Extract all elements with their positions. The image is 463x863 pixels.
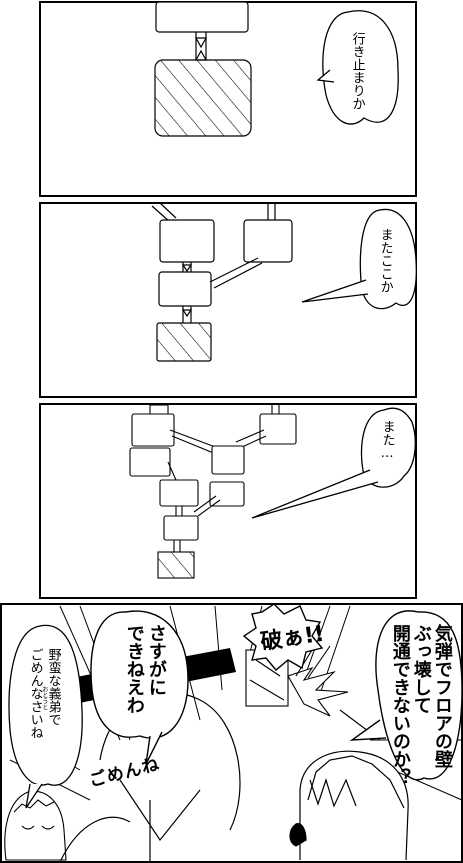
bubble-4-right-tail [349,719,387,741]
character-right [289,750,409,861]
speech-text-2: またここか [377,228,393,293]
speech-bubble-4-right [375,610,463,781]
speech-4-left-line-1: 野蛮な義弟で [45,648,61,726]
character-left [4,790,67,861]
bubble-4-center-tail [145,731,163,765]
speech-4-right-line-3: 開通できないのか？ [389,624,411,786]
speech-text-3: また… [379,420,395,461]
burst-bubble [242,603,324,671]
speech-4-center-line-1: さすがに [145,624,167,696]
bubble-1-tail [316,69,335,83]
speech-4-center-line-2: できねえわ [123,624,145,714]
bubble-2-tail [301,279,369,303]
bubble-3-tail [251,469,379,519]
panel-2-frame [39,202,417,398]
speech-4-left-line-2: ごめんなさいね [27,648,43,739]
speech-4-right-line-2: ぶっ壊して [410,624,432,714]
speech-bubble-3 [360,407,416,488]
panel-3-frame [39,403,417,599]
speech-bubble-4-center [90,610,189,739]
speech-4-right-line-1: 気弾でフロアの壁 [431,624,453,768]
map-panel-2 [151,202,293,362]
speech-bubble-2 [359,208,417,310]
speech-text-1: 行き止まりか [349,32,365,110]
speech-bubble-4-left [8,624,83,786]
speech-bubble-1 [322,10,399,125]
bubble-4-left-tail [25,783,43,809]
furigana: おとうと [41,686,48,710]
map-panel-3 [129,404,297,579]
map-panel-1 [154,1,252,137]
